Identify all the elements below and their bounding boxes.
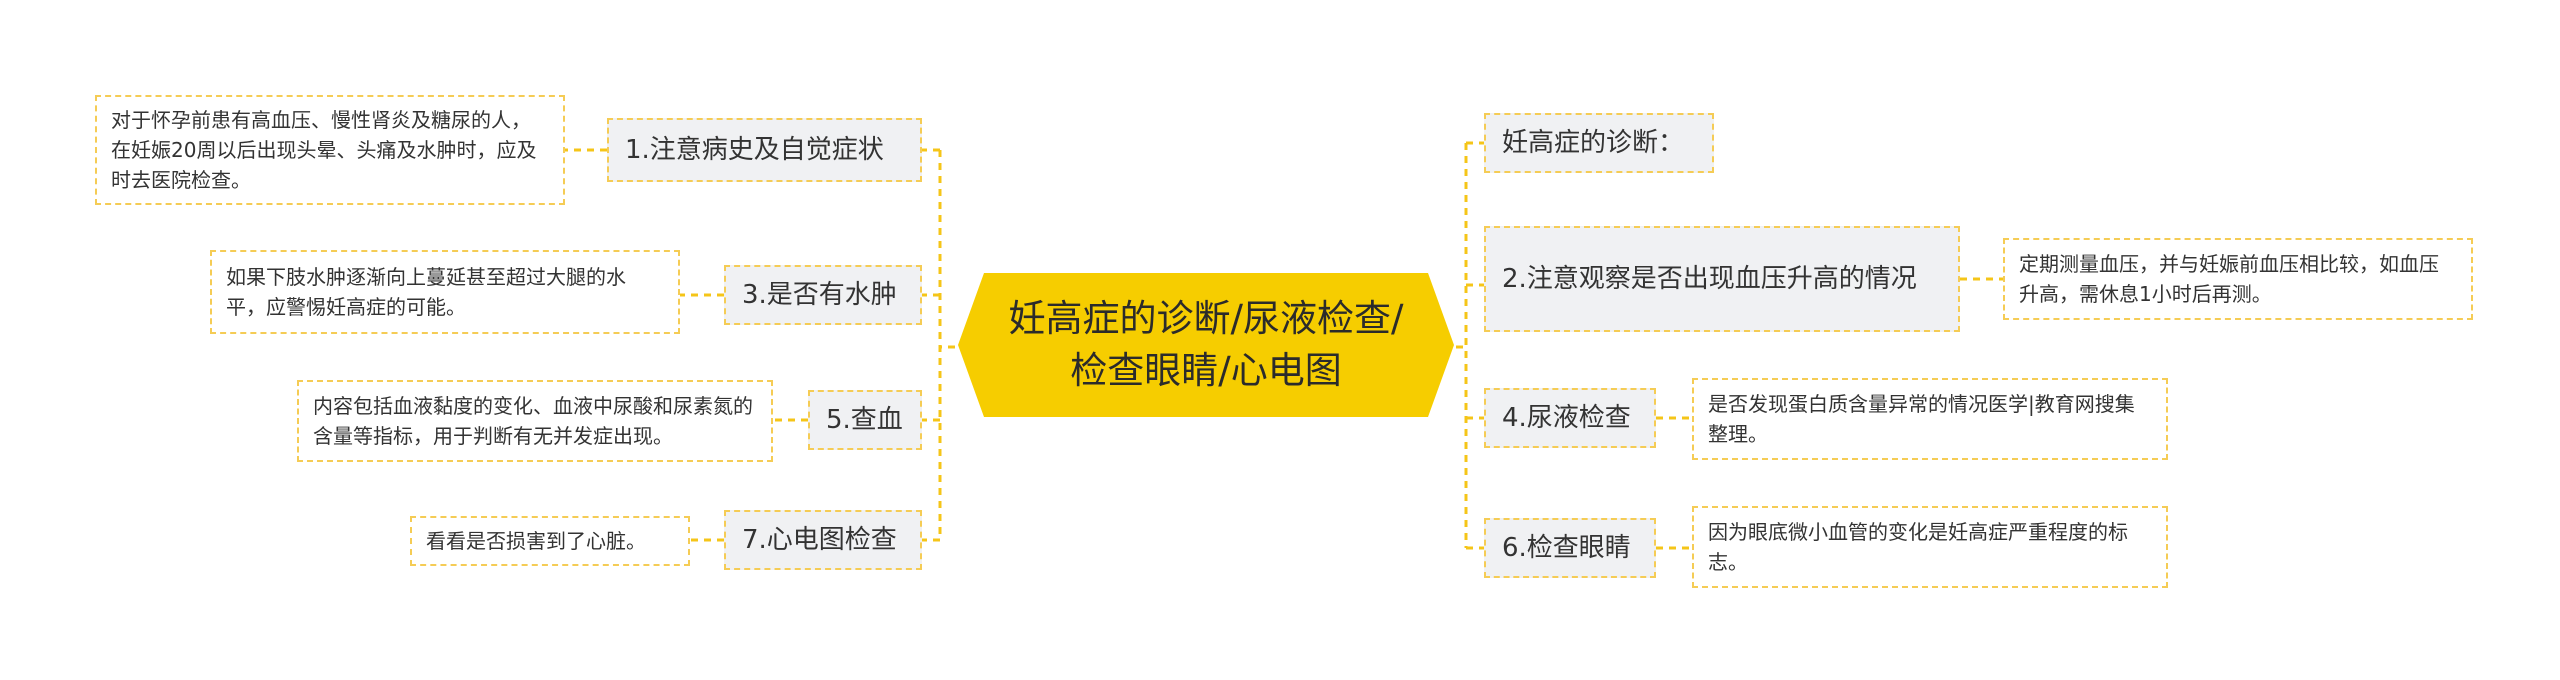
branch-label: 2.注意观察是否出现血压升高的情况 <box>1502 264 1917 294</box>
branch-edema[interactable]: 3.是否有水肿 <box>724 265 922 325</box>
leaf-medical-history-detail[interactable]: 对于怀孕前患有高血压、慢性肾炎及糖尿的人，在妊娠20周以后出现头晕、头痛及水肿时… <box>95 95 565 205</box>
leaf-text: 看看是否损害到了心脏。 <box>426 529 646 553</box>
leaf-text: 定期测量血压，并与妊娠前血压相比较，如血压升高，需休息1小时后再测。 <box>2019 252 2439 306</box>
branch-label: 4.尿液检查 <box>1502 403 1631 433</box>
leaf-text: 是否发现蛋白质含量异常的情况医学|教育网搜集整理。 <box>1708 392 2135 446</box>
branch-label: 6.检查眼睛 <box>1502 533 1631 563</box>
branch-ecg[interactable]: 7.心电图检查 <box>724 510 922 570</box>
leaf-text: 内容包括血液黏度的变化、血液中尿酸和尿素氮的含量等指标，用于判断有无并发症出现。 <box>313 394 753 448</box>
central-topic[interactable]: 妊高症的诊断/尿液检查/检查眼睛/心电图 <box>958 273 1454 417</box>
leaf-text: 对于怀孕前患有高血压、慢性肾炎及糖尿的人，在妊娠20周以后出现头晕、头痛及水肿时… <box>111 108 537 192</box>
branch-label: 5.查血 <box>826 405 903 435</box>
central-topic-title: 妊高症的诊断/尿液检查/检查眼睛/心电图 <box>1008 297 1404 392</box>
leaf-urine-test-detail[interactable]: 是否发现蛋白质含量异常的情况医学|教育网搜集整理。 <box>1692 378 2168 460</box>
branch-label: 3.是否有水肿 <box>742 280 897 310</box>
leaf-blood-test-detail[interactable]: 内容包括血液黏度的变化、血液中尿酸和尿素氮的含量等指标，用于判断有无并发症出现。 <box>297 380 773 462</box>
branch-label: 1.注意病史及自觉症状 <box>625 135 884 165</box>
branch-label: 妊高症的诊断： <box>1502 128 1685 158</box>
branch-eye-exam[interactable]: 6.检查眼睛 <box>1484 518 1656 578</box>
leaf-blood-pressure-detail[interactable]: 定期测量血压，并与妊娠前血压相比较，如血压升高，需休息1小时后再测。 <box>2003 238 2473 320</box>
branch-blood-pressure[interactable]: 2.注意观察是否出现血压升高的情况 <box>1484 226 1960 332</box>
branch-medical-history[interactable]: 1.注意病史及自觉症状 <box>607 118 922 182</box>
central-topic-shape <box>958 273 1454 417</box>
branch-blood-test[interactable]: 5.查血 <box>808 390 922 450</box>
branch-label: 7.心电图检查 <box>742 525 897 555</box>
leaf-text: 因为眼底微小血管的变化是妊高症严重程度的标志。 <box>1708 520 2128 574</box>
leaf-text: 如果下肢水肿逐渐向上蔓延甚至超过大腿的水平，应警惕妊高症的可能。 <box>226 265 626 319</box>
leaf-eye-exam-detail[interactable]: 因为眼底微小血管的变化是妊高症严重程度的标志。 <box>1692 506 2168 588</box>
branch-diagnosis-heading[interactable]: 妊高症的诊断： <box>1484 113 1714 173</box>
leaf-ecg-detail[interactable]: 看看是否损害到了心脏。 <box>410 516 690 566</box>
leaf-edema-detail[interactable]: 如果下肢水肿逐渐向上蔓延甚至超过大腿的水平，应警惕妊高症的可能。 <box>210 250 680 334</box>
branch-urine-test[interactable]: 4.尿液检查 <box>1484 388 1656 448</box>
